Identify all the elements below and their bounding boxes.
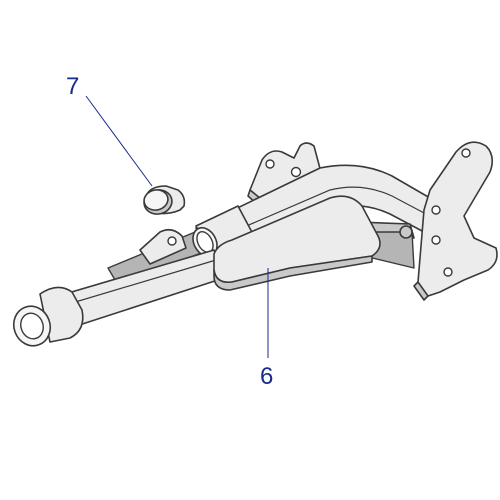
gusset-plate <box>213 195 381 291</box>
callout-6: 6 <box>260 363 273 390</box>
end-cap <box>143 185 186 215</box>
callout-7: 7 <box>66 73 79 100</box>
side-mount-plate <box>413 141 498 301</box>
rear-mount-tab <box>139 228 187 265</box>
leader-line-7 <box>85 95 153 187</box>
eye-end-ring <box>12 286 84 347</box>
